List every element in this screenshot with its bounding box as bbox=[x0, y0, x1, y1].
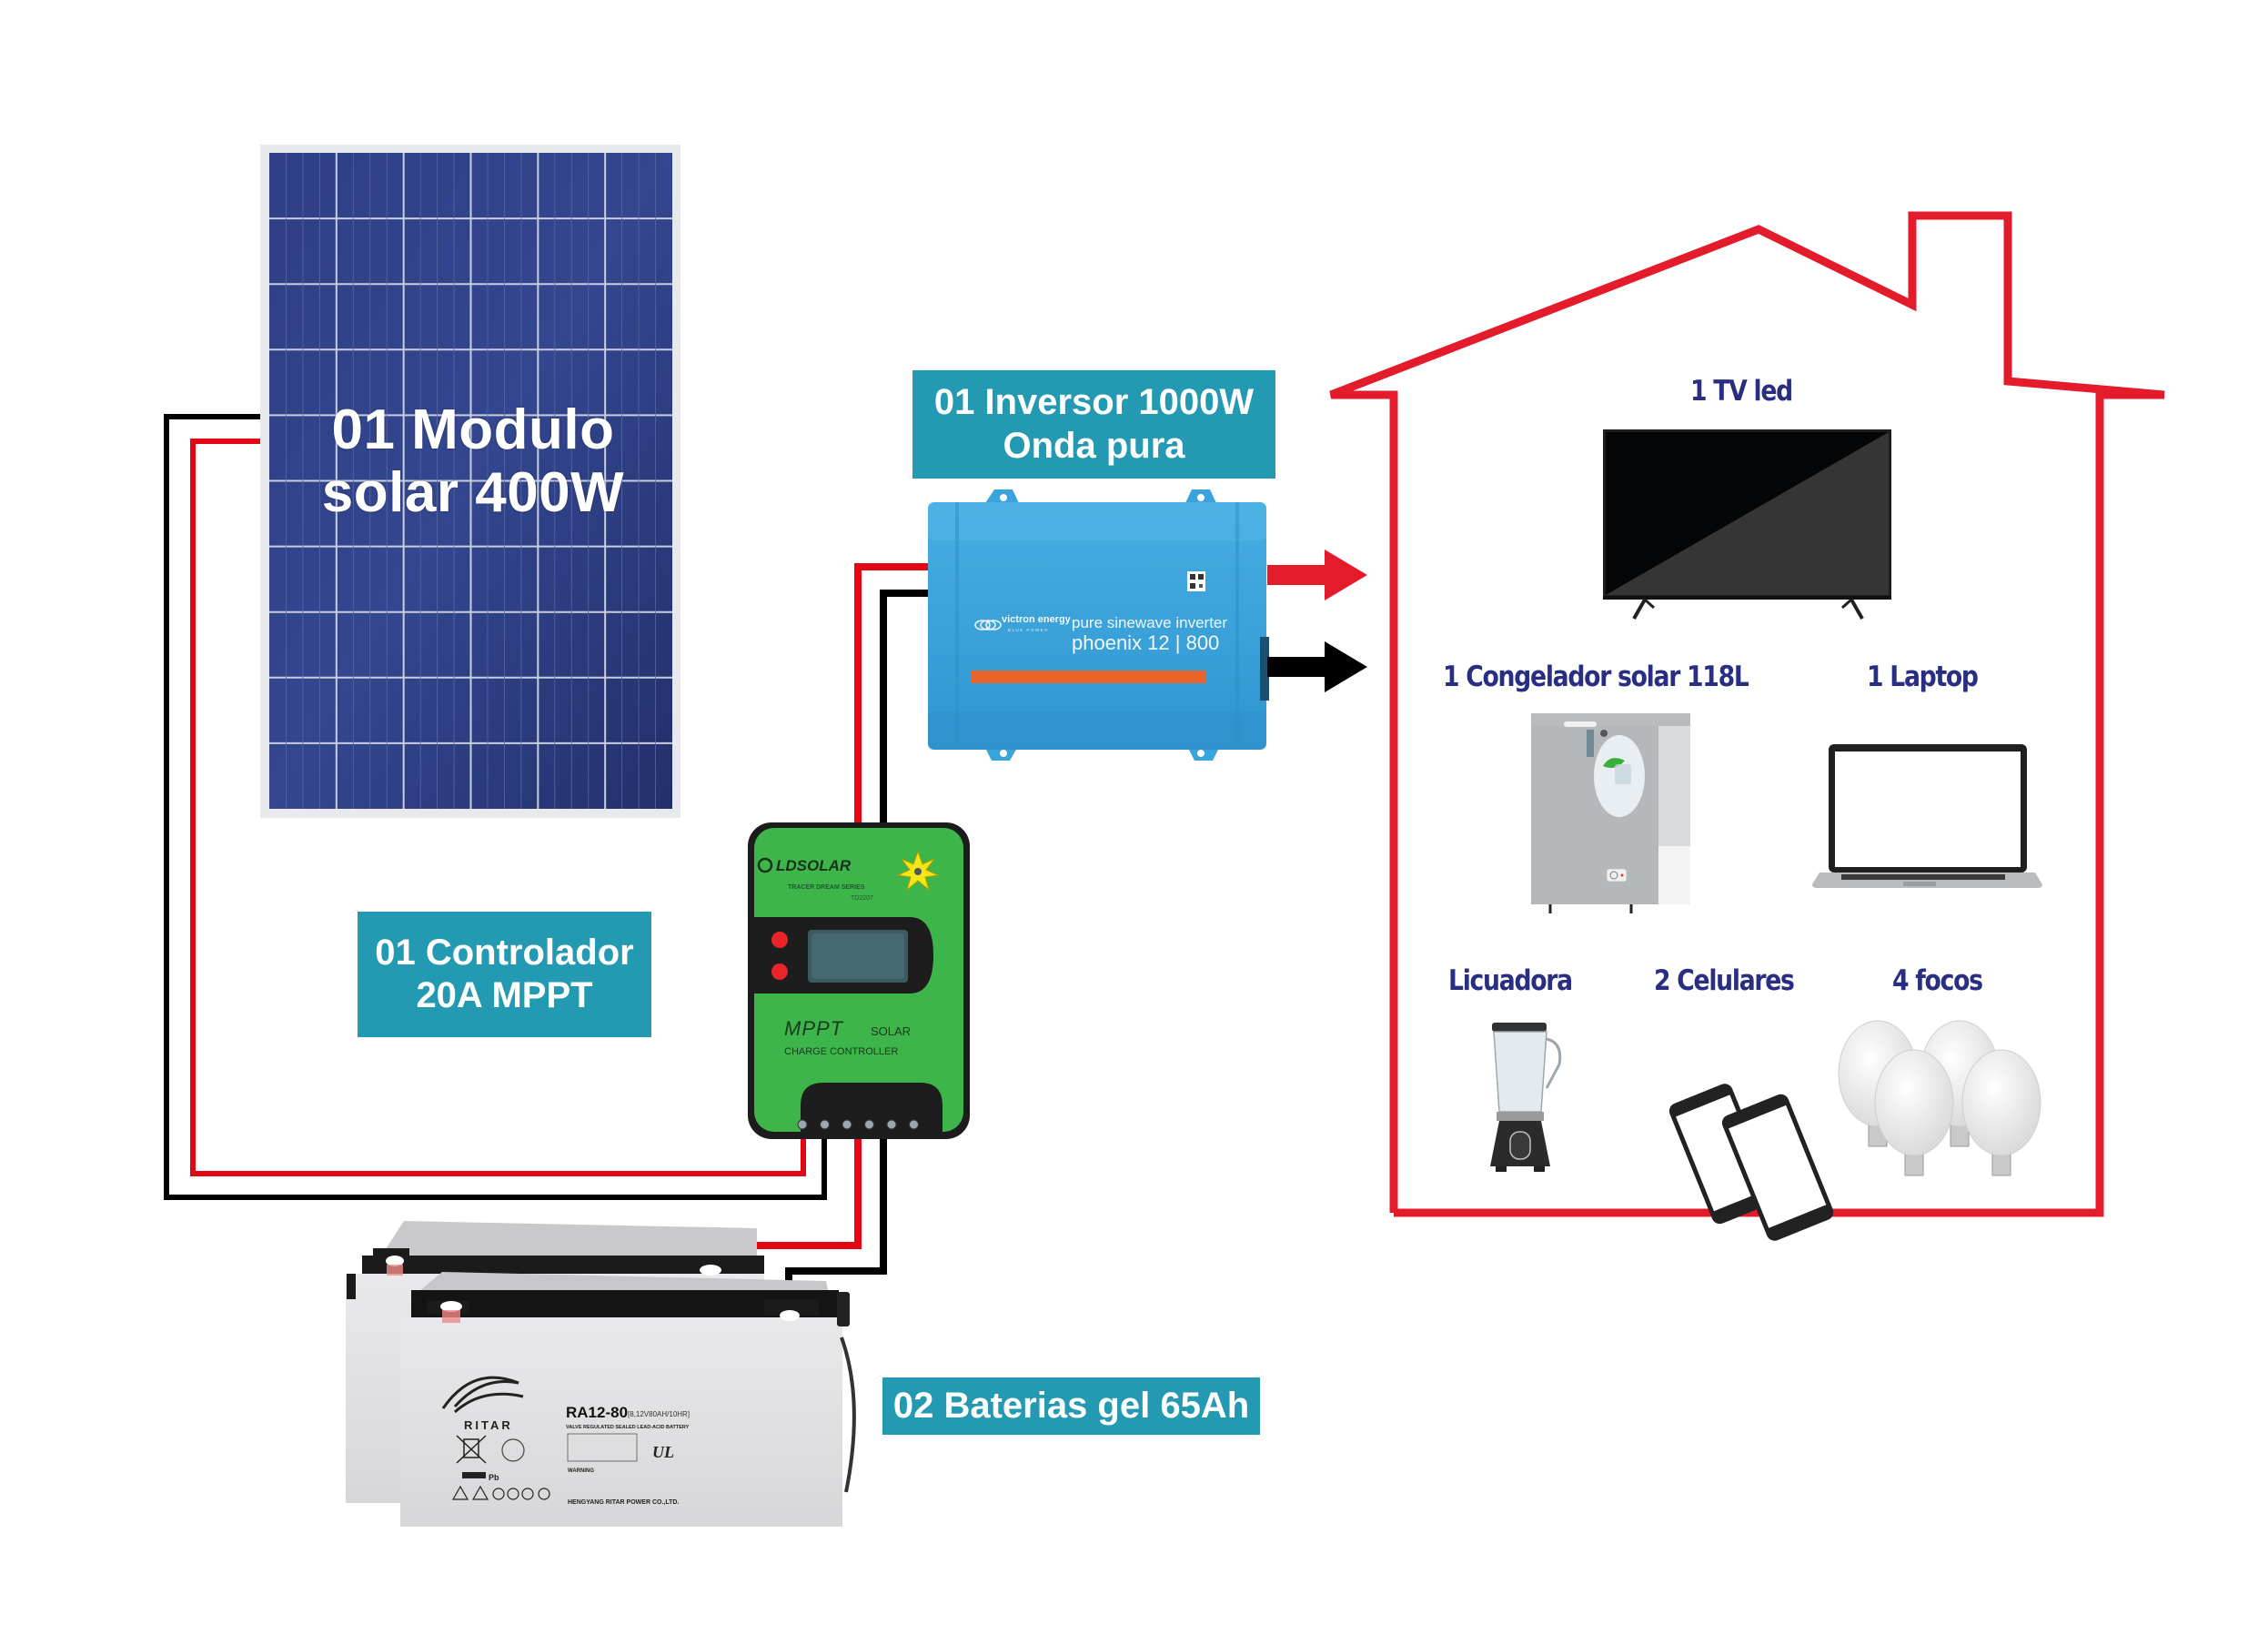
battery-model: RA12-80 bbox=[566, 1404, 628, 1421]
controller-charge-controller: CHARGE CONTROLLER bbox=[784, 1046, 898, 1057]
sun-icon bbox=[896, 850, 940, 892]
solar-panel-label: 01 Modulo solar 400W bbox=[300, 398, 646, 525]
inverter-product-line2: phoenix 12 | 800 bbox=[1072, 631, 1219, 654]
battery-front: RITAR RA12-80 [8,12V80AH/10HR] VALVE REG… bbox=[400, 1272, 856, 1527]
controller-model: TD2207 bbox=[851, 895, 873, 902]
solar-panel-icon bbox=[260, 145, 680, 818]
smartphone-icon bbox=[1668, 1084, 1834, 1241]
controller-series: TRACER DREAM SERIES bbox=[788, 884, 865, 891]
ac-output-negative-arrow-icon bbox=[1267, 641, 1367, 692]
house-outline-icon bbox=[1329, 211, 2165, 1217]
battery-spec: [8,12V80AH/10HR] bbox=[628, 1410, 690, 1418]
light-bulb-icon bbox=[1838, 1020, 2041, 1176]
controller-terminal bbox=[864, 1119, 874, 1130]
load-label-freezer: 1 Congelador solar 118L bbox=[1443, 661, 1749, 693]
solar-panel-label-line2: solar 400W bbox=[321, 461, 625, 525]
load-label-phones: 2 Celulares bbox=[1654, 964, 1795, 997]
inverter-label: 01 Inversor 1000W Onda pura bbox=[912, 370, 1275, 479]
batteries-label: 02 Baterias gel 65Ah bbox=[882, 1377, 1260, 1435]
controller-terminal bbox=[797, 1119, 808, 1130]
controller-terminal bbox=[820, 1119, 830, 1130]
controller-label-line1: 01 Controlador bbox=[375, 932, 634, 973]
warning-symbols-icon bbox=[451, 1485, 550, 1500]
controller-label-line2: 20A MPPT bbox=[416, 975, 593, 1015]
battery-brand: RITAR bbox=[464, 1418, 513, 1432]
inverter-product-line1: pure sinewave inverter bbox=[1072, 614, 1227, 631]
ul-mark-icon: UL bbox=[652, 1443, 674, 1461]
inverter-label-line1: 01 Inversor 1000W bbox=[933, 382, 1255, 423]
load-label-laptop: 1 Laptop bbox=[1867, 661, 1979, 693]
batteries-label-line1: 02 Baterias gel 65Ah bbox=[892, 1385, 1250, 1426]
recycle-bin-crossed-icon bbox=[456, 1435, 487, 1464]
controller-mppt: MPPT bbox=[784, 1017, 844, 1040]
pv-positive-wire bbox=[190, 439, 806, 1176]
inverter-label-line2: Onda pura bbox=[1003, 425, 1185, 466]
battery-maker: HENGYANG RITAR POWER CO.,LTD. bbox=[568, 1499, 679, 1506]
inverter-icon: victron energy BLUE POWER pure sinewave … bbox=[928, 489, 1269, 761]
load-label-bulbs: 4 focos bbox=[1892, 964, 1983, 997]
controller-solar: SOLAR bbox=[871, 1024, 911, 1038]
inverter-brand-sub: BLUE POWER bbox=[1008, 628, 1049, 632]
controller-terminal bbox=[842, 1119, 852, 1130]
battery-type: VALVE REGULATED SEALED LEAD-ACID BATTERY bbox=[566, 1425, 690, 1430]
ac-output-positive-arrow-icon bbox=[1267, 550, 1367, 600]
battery-icon: RITAR RA12-80 [8,12V80AH/10HR] VALVE REG… bbox=[346, 1221, 856, 1527]
freezer-icon bbox=[1531, 713, 1690, 913]
tv-icon bbox=[1603, 429, 1891, 620]
pv-negative-wire bbox=[164, 414, 827, 1200]
solar-panel-label-line1: 01 Modulo bbox=[331, 398, 615, 461]
charge-controller-icon: LDSOLAR TRACER DREAM SERIES TD2207 MPPT … bbox=[748, 822, 970, 1139]
light-bulb bbox=[1874, 1049, 1954, 1176]
controller-terminal bbox=[886, 1119, 897, 1130]
ritar-logo-icon bbox=[441, 1376, 524, 1414]
battery-pb: Pb bbox=[489, 1473, 499, 1482]
inverter-brand: victron energy bbox=[1002, 614, 1072, 625]
controller-brand: LDSOLAR bbox=[776, 857, 852, 874]
svg-text:UL: UL bbox=[652, 1443, 674, 1461]
controller-terminal bbox=[909, 1119, 919, 1130]
blender-icon bbox=[1490, 1023, 1562, 1172]
load-label-blender: Licuadora bbox=[1448, 964, 1573, 997]
battery-warning: WARNING bbox=[568, 1468, 594, 1474]
laptop-icon bbox=[1812, 744, 2042, 888]
load-label-tv: 1 TV led bbox=[1690, 375, 1793, 408]
light-bulb bbox=[1961, 1049, 2041, 1176]
controller-label: 01 Controlador 20A MPPT bbox=[358, 912, 651, 1037]
recycle-icon bbox=[501, 1438, 525, 1462]
victron-logo-icon bbox=[974, 620, 1002, 630]
